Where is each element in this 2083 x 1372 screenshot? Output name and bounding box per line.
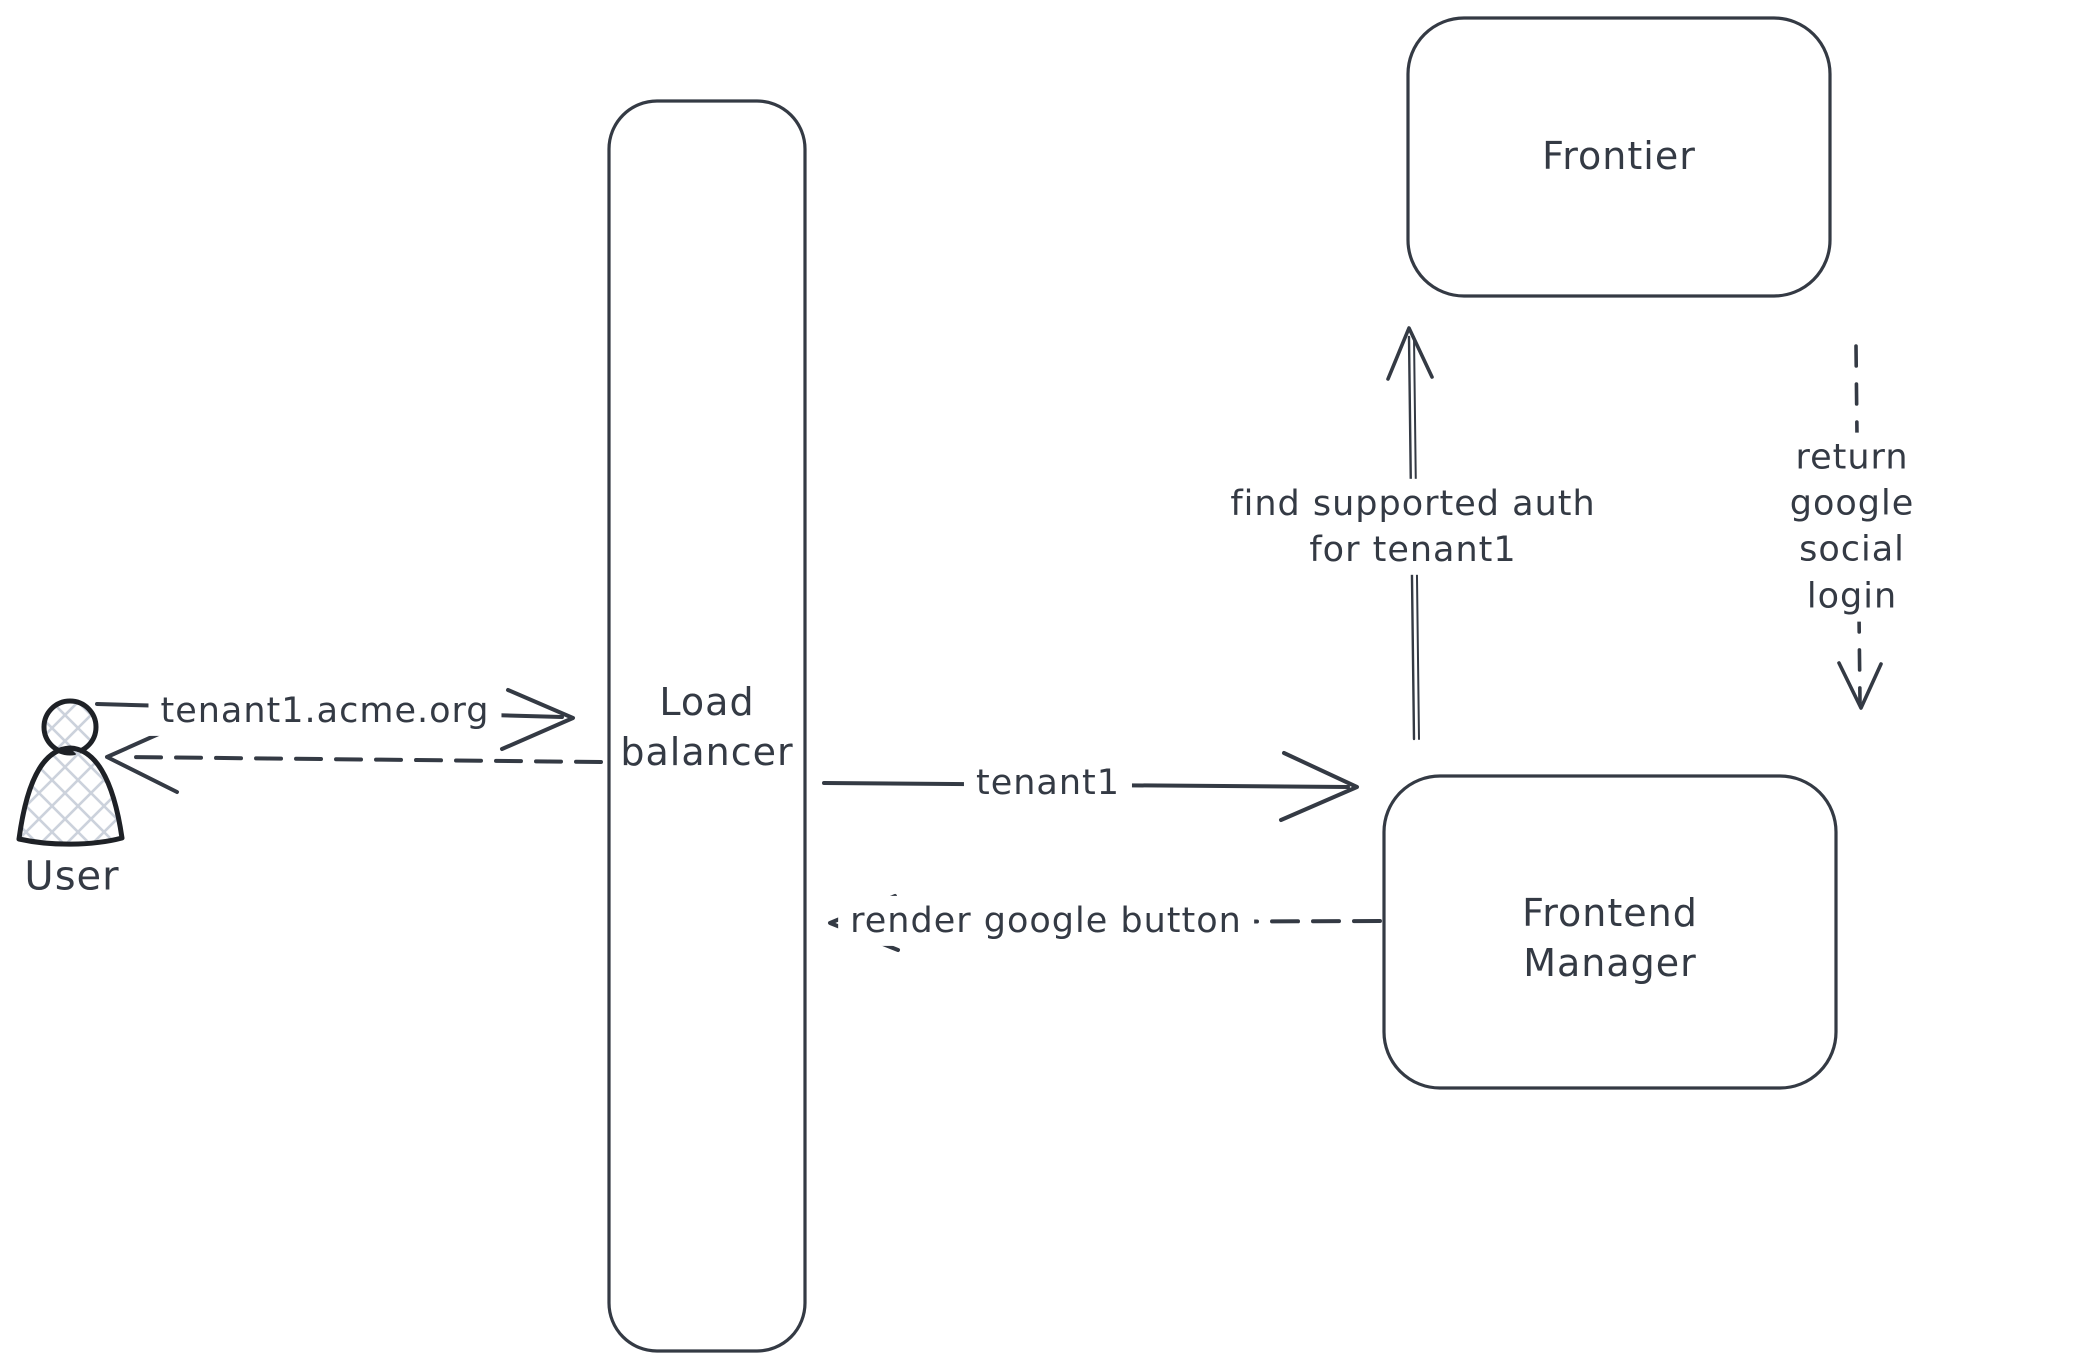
arrow-render-google-button [828, 894, 1382, 952]
arrowhead-down-icon [1837, 661, 1883, 710]
arrow-tenant1 [822, 751, 1359, 822]
arrowhead-right-icon [500, 688, 575, 751]
load-balancer-box [607, 99, 807, 1353]
arrow-tenant1-acme-org [95, 688, 575, 751]
arrowhead-left-icon [105, 726, 179, 794]
frontend-manager-box [1382, 774, 1838, 1090]
user-icon-head [41, 698, 99, 756]
arrow-find-supported-auth [1386, 326, 1434, 741]
frontier-box [1406, 16, 1832, 298]
user-icon-body [16, 745, 125, 847]
arrow-return-to-user [105, 726, 603, 794]
user-icon [16, 698, 125, 847]
arrowhead-right-icon [1279, 751, 1359, 822]
arrowhead-up-icon [1386, 326, 1434, 381]
arrow-return-google-social-login [1837, 344, 1883, 710]
